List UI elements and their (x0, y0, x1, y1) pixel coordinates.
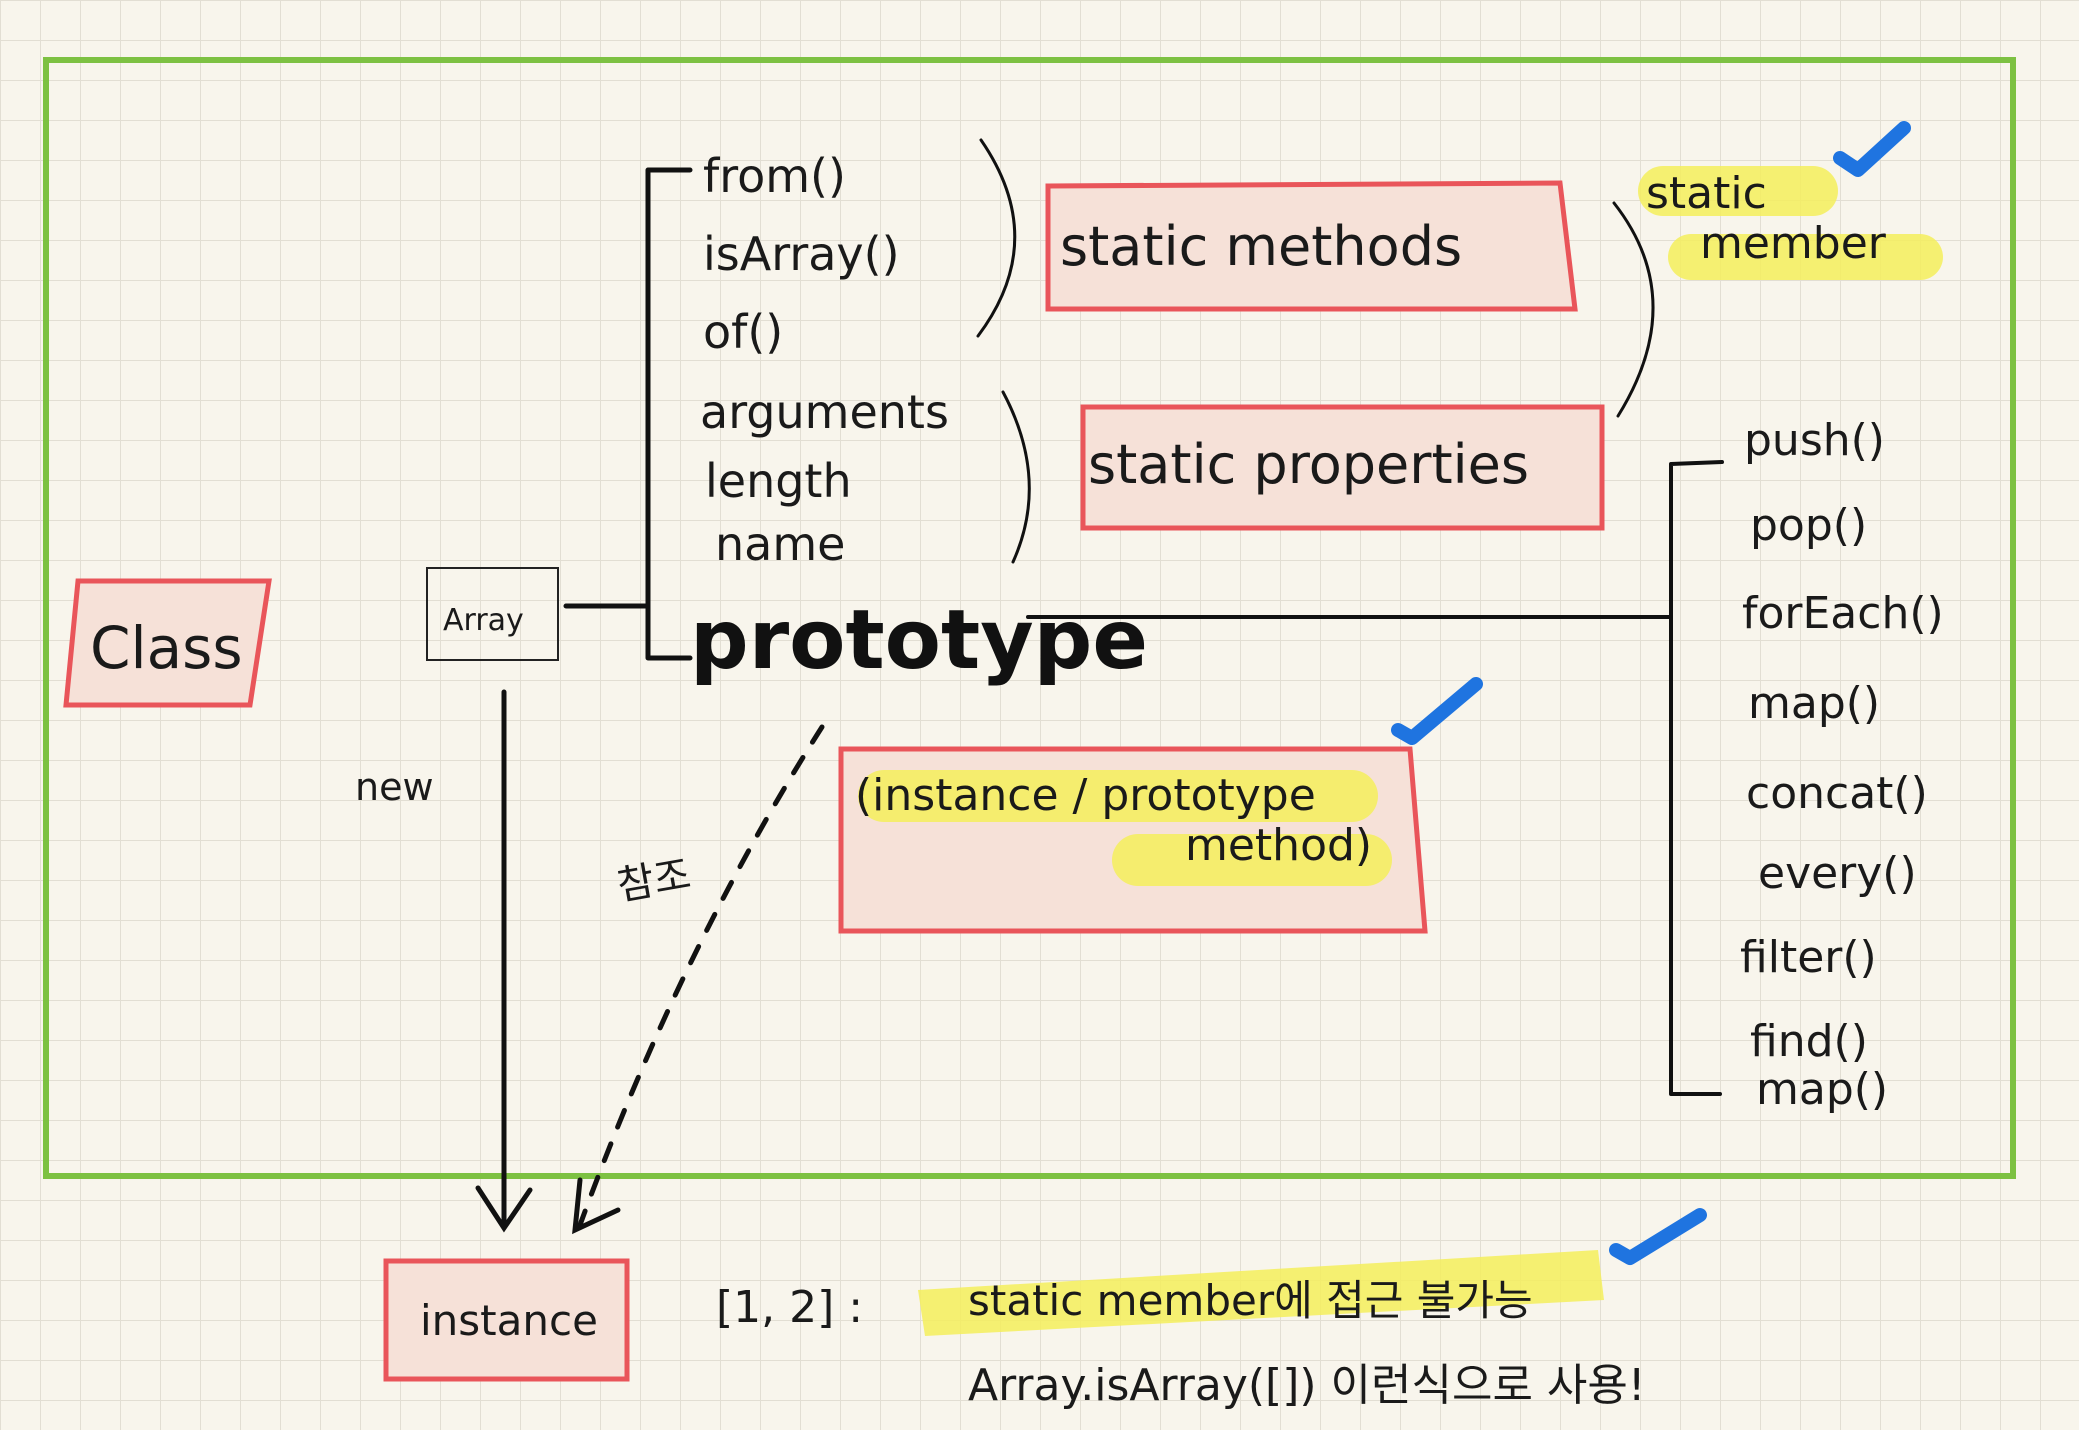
instance-method-label-2: method) (1185, 820, 1372, 871)
class-frame (43, 57, 2016, 1179)
list-item: map() (1756, 1064, 1888, 1115)
class-label: Class (90, 614, 243, 682)
checkmark-icon (1609, 1208, 1707, 1265)
list-item: filter() (1740, 932, 1877, 983)
new-label: new (355, 765, 434, 809)
checkmark-icon (1391, 677, 1483, 745)
list-item: concat() (1746, 768, 1928, 819)
highlight (1668, 234, 1943, 280)
array-label: Array (443, 603, 524, 638)
static-methods-box (1045, 180, 1578, 312)
list-item: length (705, 454, 852, 508)
static-methods-label: static methods (1060, 215, 1462, 278)
list-item: forEach() (1742, 588, 1944, 639)
highlight (1112, 834, 1392, 886)
list-item: arguments (700, 385, 949, 439)
class-box (63, 578, 272, 708)
properties-paren (1001, 390, 1031, 564)
prototype-label: prototype (690, 593, 1148, 688)
list-item: map() (1748, 678, 1880, 729)
methods-paren (976, 138, 1017, 338)
static-methods-list: from() isArray() of() (703, 149, 900, 359)
list-item: every() (1758, 848, 1917, 899)
prototype-methods-list: push() pop() forEach() map() concat() ev… (1740, 415, 1944, 1115)
checkmark-icon (1833, 121, 1911, 177)
instance-label: instance (420, 1296, 598, 1345)
static-member-label-2: member (1700, 218, 1887, 269)
new-arrow (475, 689, 533, 1233)
highlight (858, 770, 1378, 822)
list-item: from() (703, 149, 846, 203)
highlight (918, 1250, 1604, 1336)
array-bracket (563, 167, 693, 661)
note-line-1: static member에 접근 불가능 (968, 1276, 1533, 1325)
highlight (1638, 166, 1838, 216)
note-line-2: Array.isArray([]) 이런식으로 사용! (968, 1360, 1646, 1411)
list-item: pop() (1750, 500, 1867, 551)
list-item: push() (1744, 415, 1885, 466)
list-item: name (715, 517, 845, 571)
static-properties-box (1080, 404, 1605, 531)
list-item: isArray() (703, 227, 900, 281)
reference-arrow (577, 724, 825, 1228)
array-box (426, 567, 559, 661)
instance-method-label-1: (instance / prototype (855, 770, 1316, 821)
list-item: find() (1750, 1016, 1868, 1067)
example-label: [1, 2] : (716, 1282, 863, 1333)
reference-arrowhead (572, 1177, 621, 1235)
static-properties-list: arguments length name (700, 385, 949, 571)
prototype-bracket (1026, 460, 1724, 1096)
list-item: of() (703, 305, 783, 359)
static-properties-label: static properties (1088, 433, 1529, 496)
static-member-brace (1612, 201, 1655, 418)
instance-box (383, 1258, 630, 1382)
static-member-label-1: static (1646, 168, 1767, 219)
